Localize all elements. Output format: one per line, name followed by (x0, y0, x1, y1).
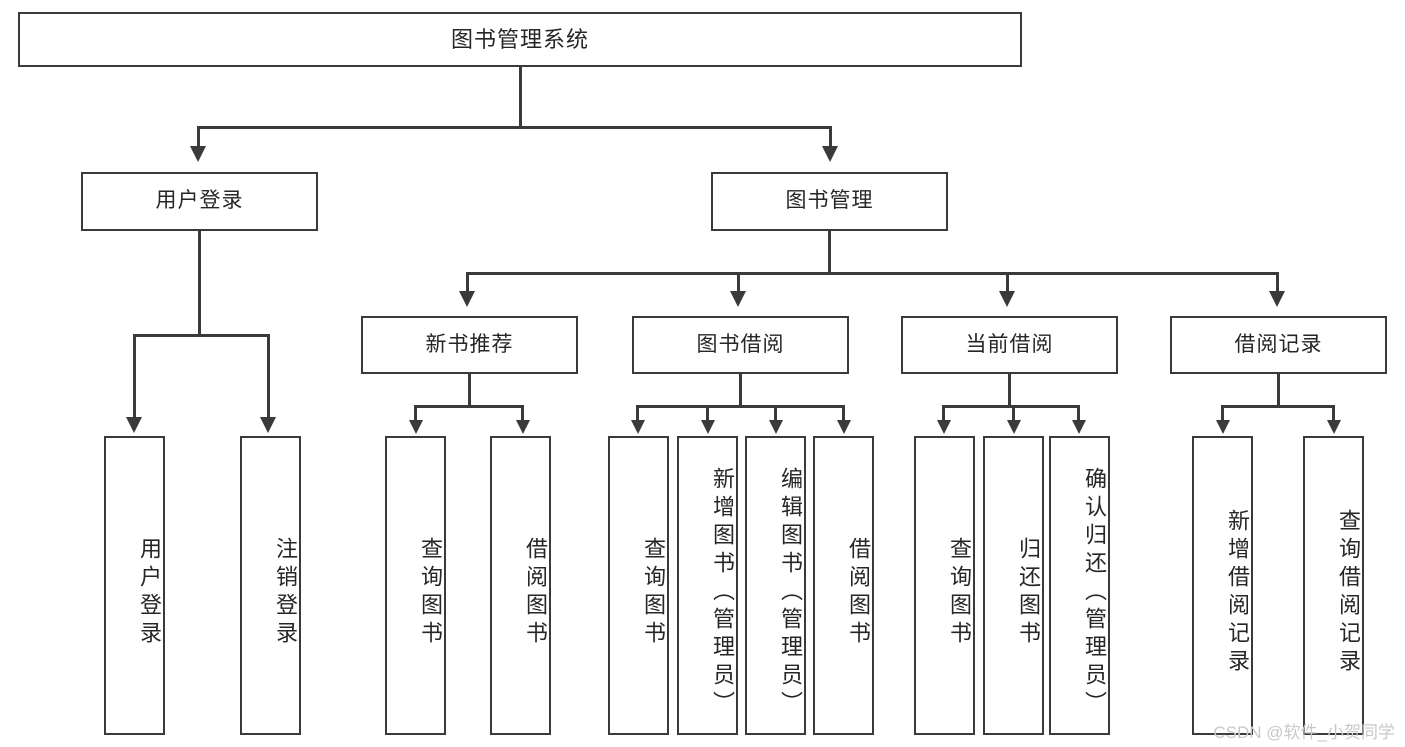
leaf-query-book-current[interactable]: 查询图书 (914, 436, 975, 735)
node-label: 确认归还（管理员） (1082, 466, 1107, 719)
node-book-management[interactable]: 图书管理 (711, 172, 948, 231)
connector-user-login-drop-1 (133, 334, 136, 418)
arrow-leaf-query-book-3 (937, 420, 951, 434)
arrow-leaf-return-book (1007, 420, 1021, 434)
node-label: 借阅图书 (523, 536, 548, 649)
connector-current-borrow-drop-1 (942, 405, 945, 421)
connector-level2-bus (197, 126, 832, 129)
leaf-logout[interactable]: 注销登录 (240, 436, 301, 735)
arrow-leaf-borrow-book-1 (516, 420, 530, 434)
node-label: 注销登录 (273, 536, 298, 649)
connector-book-borrow-drop-3 (774, 405, 777, 421)
arrow-leaf-edit-book (769, 420, 783, 434)
connector-current-borrow-bus (942, 405, 1080, 408)
connector-level3-bus (466, 272, 1279, 275)
connector-to-book-management (829, 126, 832, 147)
node-label: 借阅图书 (846, 536, 871, 649)
arrow-leaf-add-book (701, 420, 715, 434)
node-label: 归还图书 (1016, 536, 1041, 649)
connector-to-user-login (197, 126, 200, 147)
arrow-leaf-user-login (126, 417, 142, 433)
leaf-borrow-book-recommend[interactable]: 借阅图书 (490, 436, 551, 735)
node-label: 用户登录 (137, 536, 162, 649)
connector-current-borrow-drop-3 (1077, 405, 1080, 421)
connector-current-borrow-stem (1008, 374, 1011, 406)
connector-root-stem (519, 67, 522, 127)
connector-borrow-record-drop-1 (1221, 405, 1224, 421)
arrow-leaf-logout (260, 417, 276, 433)
connector-to-new-book-recommend (466, 272, 469, 292)
connector-book-borrow-bus (636, 405, 845, 408)
watermark-text: CSDN @软件_小贺同学 (1213, 723, 1395, 742)
node-label: 查询图书 (418, 536, 443, 649)
arrow-leaf-query-book-1 (409, 420, 423, 434)
connector-new-book-bus (414, 405, 524, 408)
node-new-book-recommend[interactable]: 新书推荐 (361, 316, 578, 374)
leaf-query-borrow-record[interactable]: 查询借阅记录 (1303, 436, 1364, 735)
arrow-leaf-add-record (1216, 420, 1230, 434)
leaf-edit-book-admin[interactable]: 编辑图书（管理员） (745, 436, 806, 735)
connector-to-book-borrow (737, 272, 740, 292)
node-label: 查询图书 (947, 536, 972, 649)
node-current-borrow[interactable]: 当前借阅 (901, 316, 1118, 374)
leaf-confirm-return-admin[interactable]: 确认归还（管理员） (1049, 436, 1110, 735)
node-label: 编辑图书（管理员） (778, 466, 803, 719)
arrow-leaf-confirm-return (1072, 420, 1086, 434)
connector-user-login-drop-2 (267, 334, 270, 418)
connector-book-borrow-stem (739, 374, 742, 406)
connector-current-borrow-drop-2 (1012, 405, 1015, 421)
leaf-return-book[interactable]: 归还图书 (983, 436, 1044, 735)
arrow-to-new-book-recommend (459, 291, 475, 307)
node-user-login[interactable]: 用户登录 (81, 172, 318, 231)
node-label: 新增图书（管理员） (710, 466, 735, 719)
arrow-to-user-login (190, 146, 206, 162)
leaf-user-login[interactable]: 用户登录 (104, 436, 165, 735)
leaf-add-book-admin[interactable]: 新增图书（管理员） (677, 436, 738, 735)
node-label: 新书推荐 (425, 332, 514, 356)
node-label: 当前借阅 (965, 332, 1054, 356)
node-book-borrow[interactable]: 图书借阅 (632, 316, 849, 374)
arrow-to-book-borrow (730, 291, 746, 307)
arrow-leaf-borrow-book-2 (837, 420, 851, 434)
node-label: 查询图书 (641, 536, 666, 649)
connector-borrow-record-stem (1277, 374, 1280, 406)
connector-user-login-bus (133, 334, 269, 337)
connector-book-borrow-drop-1 (636, 405, 639, 421)
leaf-borrow-book[interactable]: 借阅图书 (813, 436, 874, 735)
connector-to-current-borrow (1006, 272, 1009, 292)
node-label: 图书管理系统 (450, 26, 589, 52)
node-label: 新增借阅记录 (1225, 508, 1250, 677)
connector-to-borrow-record (1276, 272, 1279, 292)
connector-borrow-record-drop-2 (1332, 405, 1335, 421)
connector-book-borrow-drop-2 (706, 405, 709, 421)
connector-book-borrow-drop-4 (842, 405, 845, 421)
arrow-leaf-query-record (1327, 420, 1341, 434)
node-label: 查询借阅记录 (1336, 508, 1361, 677)
node-label: 图书管理 (785, 189, 874, 213)
leaf-query-book-borrow[interactable]: 查询图书 (608, 436, 669, 735)
node-root-book-management-system[interactable]: 图书管理系统 (18, 12, 1022, 67)
arrow-to-book-management (822, 146, 838, 162)
connector-new-book-drop-1 (414, 405, 417, 421)
connector-new-book-drop-2 (521, 405, 524, 421)
connector-new-book-stem (468, 374, 471, 406)
leaf-query-book-recommend[interactable]: 查询图书 (385, 436, 446, 735)
arrow-leaf-query-book-2 (631, 420, 645, 434)
node-label: 图书借阅 (696, 332, 785, 356)
node-label: 用户登录 (155, 189, 244, 213)
connector-user-login-stem (198, 231, 201, 335)
arrow-to-current-borrow (999, 291, 1015, 307)
node-label: 借阅记录 (1234, 332, 1323, 356)
connector-borrow-record-bus (1221, 405, 1335, 408)
node-borrow-record[interactable]: 借阅记录 (1170, 316, 1387, 374)
arrow-to-borrow-record (1269, 291, 1285, 307)
connector-book-management-stem (828, 231, 831, 273)
leaf-add-borrow-record[interactable]: 新增借阅记录 (1192, 436, 1253, 735)
